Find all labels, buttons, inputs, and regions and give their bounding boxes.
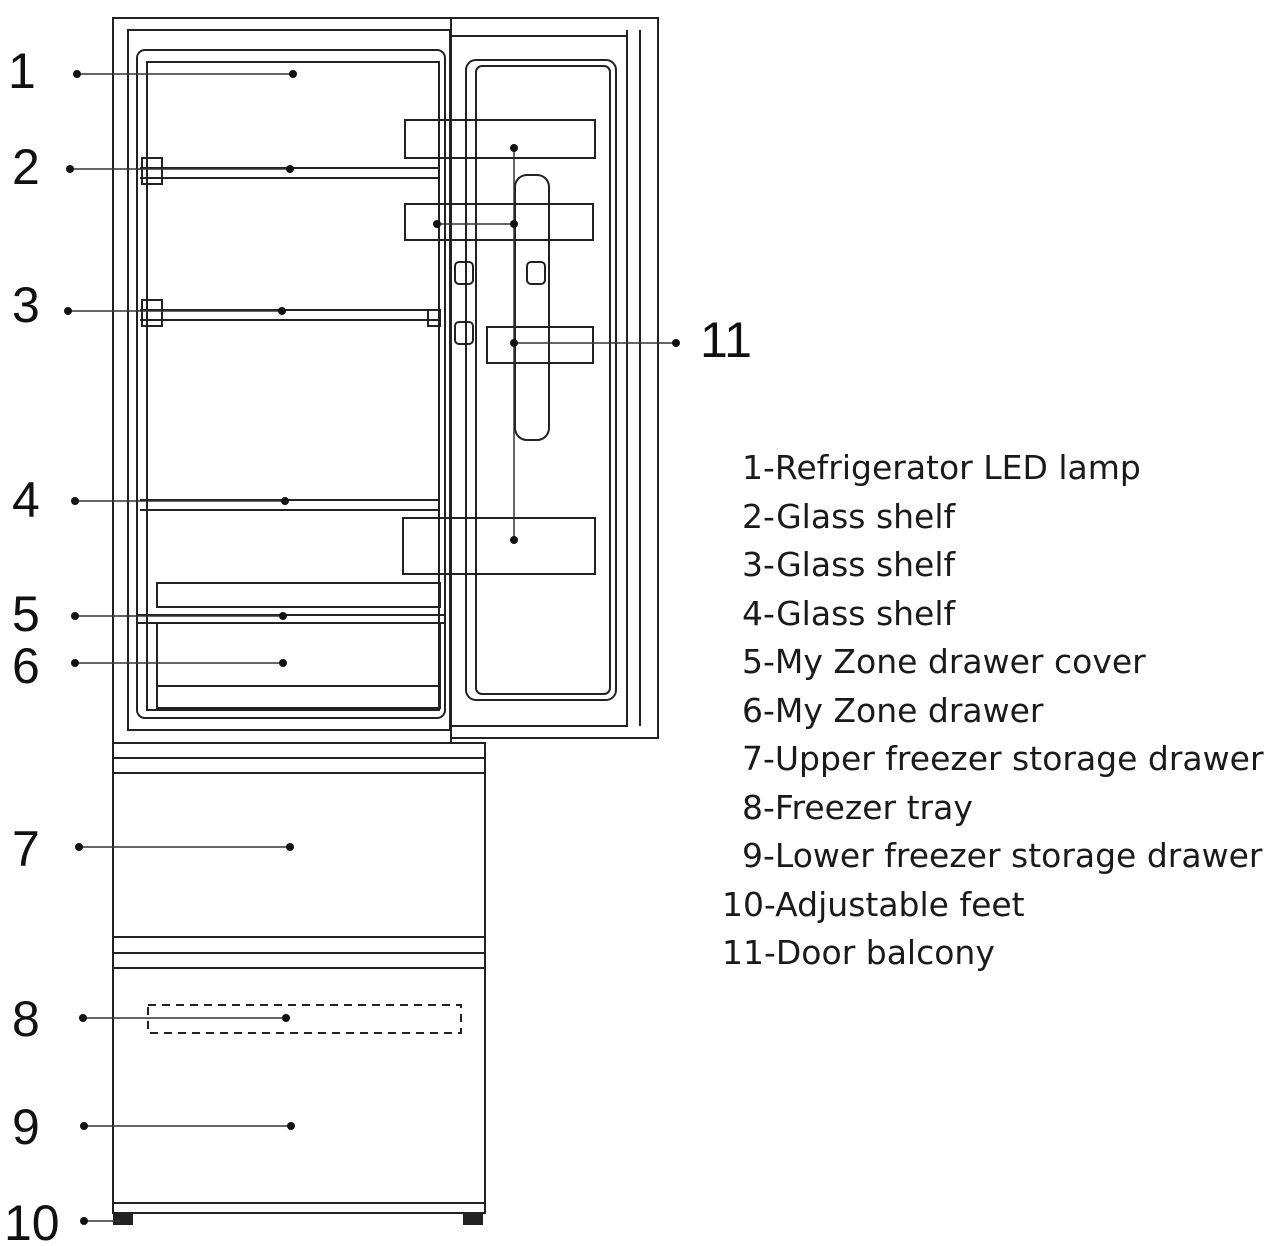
callout-9: 9 [12, 1099, 40, 1155]
legend-item-7: 7-Upper freezer storage drawer [742, 739, 1264, 778]
callout-11: 11 [700, 312, 752, 368]
my-zone-drawer [156, 622, 441, 709]
legend-item-11: 11-Door balcony [722, 933, 995, 972]
legend-item-4: 4-Glass shelf [742, 593, 956, 633]
leader-lines [68, 73, 676, 1222]
callout-3: 3 [12, 277, 40, 333]
callout-4: 4 [12, 472, 40, 528]
callout-7: 7 [12, 821, 40, 877]
callout-1: 1 [8, 43, 36, 99]
callout-8: 8 [12, 991, 40, 1047]
callout-2: 2 [12, 139, 40, 195]
parts-legend: 1-Refrigerator LED lamp 2-Glass shelf 3-… [722, 444, 1267, 978]
legend-item-2: 2-Glass shelf [742, 496, 956, 536]
leader-dots [64, 70, 680, 1225]
freezer-tray [147, 1004, 462, 1034]
fridge-door [450, 17, 659, 739]
glass-shelf-4 [140, 499, 440, 511]
legend-item-5: 5-My Zone drawer cover [742, 642, 1146, 681]
fridge-cabinet [112, 17, 452, 744]
legend-item-10: 10-Adjustable feet [722, 884, 1025, 924]
glass-shelf-3 [140, 299, 441, 327]
callout-5: 5 [12, 586, 40, 642]
legend-item-6: 6-My Zone drawer [742, 690, 1044, 730]
adjustable-feet [113, 1213, 483, 1225]
callout-numbers: 1 2 3 4 5 6 7 8 9 10 11 [4, 43, 752, 1246]
freezer-cabinet [112, 742, 486, 1214]
legend-item-1: 1-Refrigerator LED lamp [742, 448, 1141, 487]
legend-item-8: 8-Freezer tray [742, 787, 973, 827]
callout-10: 10 [4, 1195, 60, 1246]
my-zone-drawer-cover [137, 582, 445, 624]
legend-item-3: 3-Glass shelf [742, 545, 956, 584]
door-balcony [402, 119, 596, 575]
legend-item-9: 9-Lower freezer storage drawer [742, 836, 1263, 875]
callout-6: 6 [12, 638, 40, 694]
